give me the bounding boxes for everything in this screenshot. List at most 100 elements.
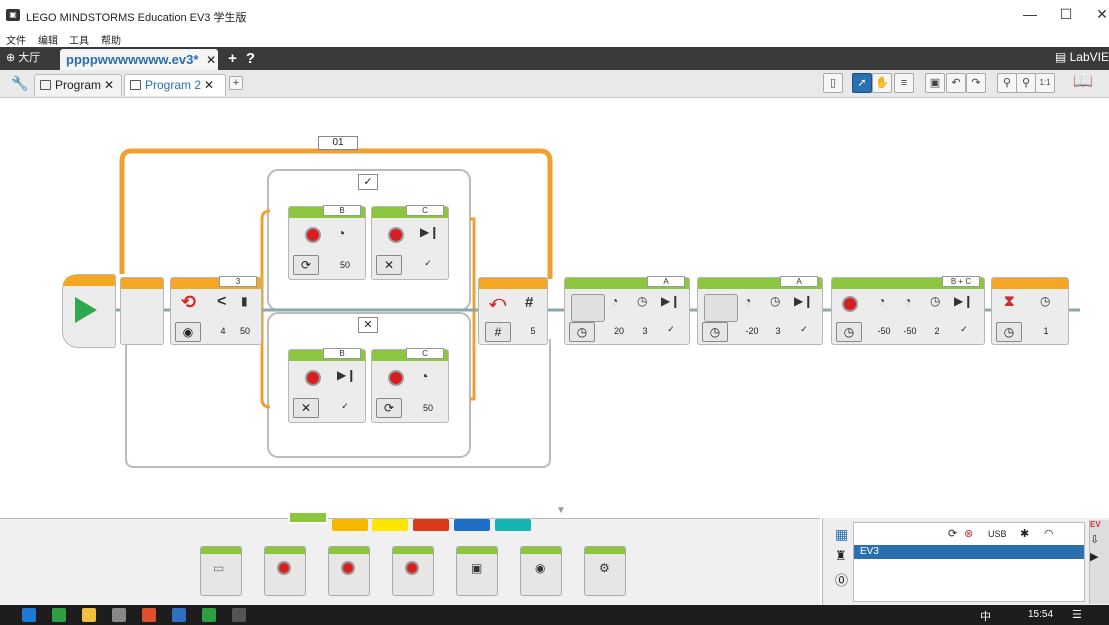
motor-mode-button[interactable]: ✕ <box>293 398 319 418</box>
brake-check[interactable]: ✓ <box>800 324 808 334</box>
ev3-app-icon[interactable] <box>232 608 246 622</box>
motor-mode-button[interactable]: ✕ <box>376 255 402 275</box>
brake-check[interactable]: ✓ <box>667 324 675 334</box>
palette-tab-sensor[interactable] <box>372 519 408 531</box>
true-motor-b-block[interactable]: B ◔ ⟳ 50 <box>288 205 366 280</box>
palette-move-tank[interactable] <box>392 546 434 596</box>
content-editor-icon[interactable]: ▯ <box>823 73 843 93</box>
program-canvas[interactable]: 01 ✓ ✕ 3 ⟲ < ▮ ◉ 4 50 B ◔ ⟳ 50 C ▶❙ ✕ ✓ <box>0 99 1109 519</box>
brake-check[interactable]: ✓ <box>424 258 432 268</box>
motor-degrees-value[interactable]: 3 <box>775 326 781 336</box>
motor-port-label[interactable]: B <box>323 205 361 216</box>
medium-motor-block-2[interactable]: A ◔ ◷ ▶❙ ◷ -20 3 ✓ <box>697 276 823 345</box>
sensor-port-label[interactable]: 3 <box>219 276 257 287</box>
app-icon[interactable] <box>202 608 216 622</box>
undo-icon[interactable]: ↶ <box>946 73 966 93</box>
palette-tab-action[interactable] <box>288 511 328 524</box>
compare-type-value[interactable]: 4 <box>220 326 226 336</box>
motor-mode-button[interactable]: ⟳ <box>376 398 402 418</box>
tank-mode-button[interactable]: ◷ <box>836 322 862 342</box>
ime-indicator[interactable]: 中 <box>980 611 991 623</box>
refresh-icon[interactable]: ⟳ <box>948 528 958 540</box>
palette-brick-light[interactable]: ⚙ <box>584 546 626 596</box>
palette-display[interactable]: ▣ <box>456 546 498 596</box>
loop-count-value[interactable]: 5 <box>530 326 536 336</box>
close-tab-icon[interactable]: ✕ <box>204 78 215 92</box>
loop-start-block[interactable] <box>120 277 164 345</box>
zoom-out-icon[interactable]: ⚲ <box>997 73 1017 93</box>
compare-icon[interactable]: < <box>217 293 227 310</box>
close-tab-icon[interactable]: ✕ <box>104 78 115 92</box>
redo-icon[interactable]: ↷ <box>966 73 986 93</box>
collapse-icon[interactable]: ▼ <box>556 505 566 516</box>
right-power-value[interactable]: -50 <box>903 326 917 336</box>
run-icon[interactable]: ▶ <box>1090 551 1099 563</box>
tab-program[interactable]: Program✕ <box>34 74 122 96</box>
zoom-reset-button[interactable]: 1:1 <box>1035 73 1055 93</box>
loop-label[interactable]: 01 <box>318 136 358 150</box>
motor-power-value[interactable]: 50 <box>422 403 433 413</box>
menu-help[interactable]: 帮助 <box>101 36 121 47</box>
lobby-button[interactable]: ⊕ 大厅 <box>6 50 54 67</box>
brick-row[interactable]: EV3 <box>854 545 1084 559</box>
folder-icon[interactable] <box>82 608 96 622</box>
select-tool-icon[interactable]: ➚ <box>852 73 872 93</box>
motor-power-value[interactable]: -20 <box>745 326 759 336</box>
motor-mode-button[interactable]: ⟳ <box>293 255 319 275</box>
palette-medium-motor[interactable]: ▭ <box>200 546 242 596</box>
palette-tab-myblocks[interactable] <box>495 519 531 531</box>
move-tank-block[interactable]: B + C ◔ ◔ ◷ ▶❙ ◷ -50 -50 2 ✓ <box>831 276 985 345</box>
app-icon[interactable] <box>52 608 66 622</box>
app-icon[interactable] <box>172 608 186 622</box>
download-icon[interactable]: ⇩ <box>1090 534 1100 546</box>
left-power-value[interactable]: -50 <box>877 326 891 336</box>
clock[interactable]: 15:54 <box>1028 609 1054 620</box>
palette-large-motor[interactable] <box>264 546 306 596</box>
app-icon[interactable] <box>112 608 126 622</box>
wait-block[interactable]: ⧗ ◷ ◷ 1 <box>991 277 1069 345</box>
zoom-in-icon[interactable]: ⚲ <box>1016 73 1036 93</box>
menu-tools[interactable]: 工具 <box>69 36 89 47</box>
palette-sound[interactable]: ◉ <box>520 546 562 596</box>
false-motor-b-block[interactable]: B ▶❙ ✕ ✓ <box>288 348 366 423</box>
help-button[interactable]: ? <box>245 50 256 67</box>
minimize-button[interactable]: — <box>1023 6 1037 22</box>
palette-tab-flow[interactable] <box>332 519 368 531</box>
close-button[interactable]: ✕ <box>1096 6 1108 22</box>
brick-info-icon[interactable]: ▦ <box>835 526 849 542</box>
motor-port-label[interactable]: B + C <box>942 276 980 287</box>
brake-check[interactable]: ✓ <box>341 401 349 411</box>
play-icon[interactable] <box>75 297 97 323</box>
maximize-button[interactable]: ☐ <box>1059 6 1073 22</box>
pan-tool-icon[interactable]: ✋ <box>872 73 892 93</box>
start-block[interactable] <box>62 274 116 348</box>
project-tab[interactable]: ppppwwwwwww.ev3* ✕ <box>60 49 218 70</box>
motor-port-label[interactable]: A <box>647 276 685 287</box>
motor-port-label[interactable]: C <box>406 348 444 359</box>
motor-port-label[interactable]: A <box>780 276 818 287</box>
port-view-icon[interactable]: ♜ <box>835 548 847 563</box>
motor-port-label[interactable]: B <box>323 348 361 359</box>
available-bricks-icon[interactable]: ⓪ <box>835 573 849 588</box>
add-project-button[interactable]: + <box>228 50 237 67</box>
false-motor-c-block[interactable]: C ◔ ⟳ 50 <box>371 348 449 423</box>
wrench-icon[interactable]: 🔧 <box>11 75 29 91</box>
threshold-value[interactable]: 50 <box>239 326 250 336</box>
disconnect-icon[interactable]: ⊗ <box>964 528 974 540</box>
add-program-button[interactable]: + <box>229 76 243 90</box>
comment-tool-icon[interactable]: ≡ <box>894 73 914 93</box>
wait-seconds-value[interactable]: 1 <box>1043 326 1049 336</box>
menu-edit[interactable]: 编辑 <box>38 36 58 47</box>
motor-mode-button[interactable]: ◷ <box>702 322 728 342</box>
notifications-icon[interactable]: ☰ <box>1072 609 1082 621</box>
switch-false-case-label[interactable]: ✕ <box>358 317 378 333</box>
app-icon[interactable] <box>142 608 156 622</box>
motor-mode-button[interactable]: ◷ <box>569 322 595 342</box>
brake-check[interactable]: ✓ <box>960 324 968 334</box>
wait-mode-button[interactable]: ◷ <box>996 322 1022 342</box>
palette-tab-advanced[interactable] <box>454 519 490 531</box>
palette-move-steering[interactable] <box>328 546 370 596</box>
close-project-icon[interactable]: ✕ <box>206 53 217 67</box>
palette-tab-data[interactable] <box>413 519 449 531</box>
motor-degrees-value[interactable]: 3 <box>642 326 648 336</box>
